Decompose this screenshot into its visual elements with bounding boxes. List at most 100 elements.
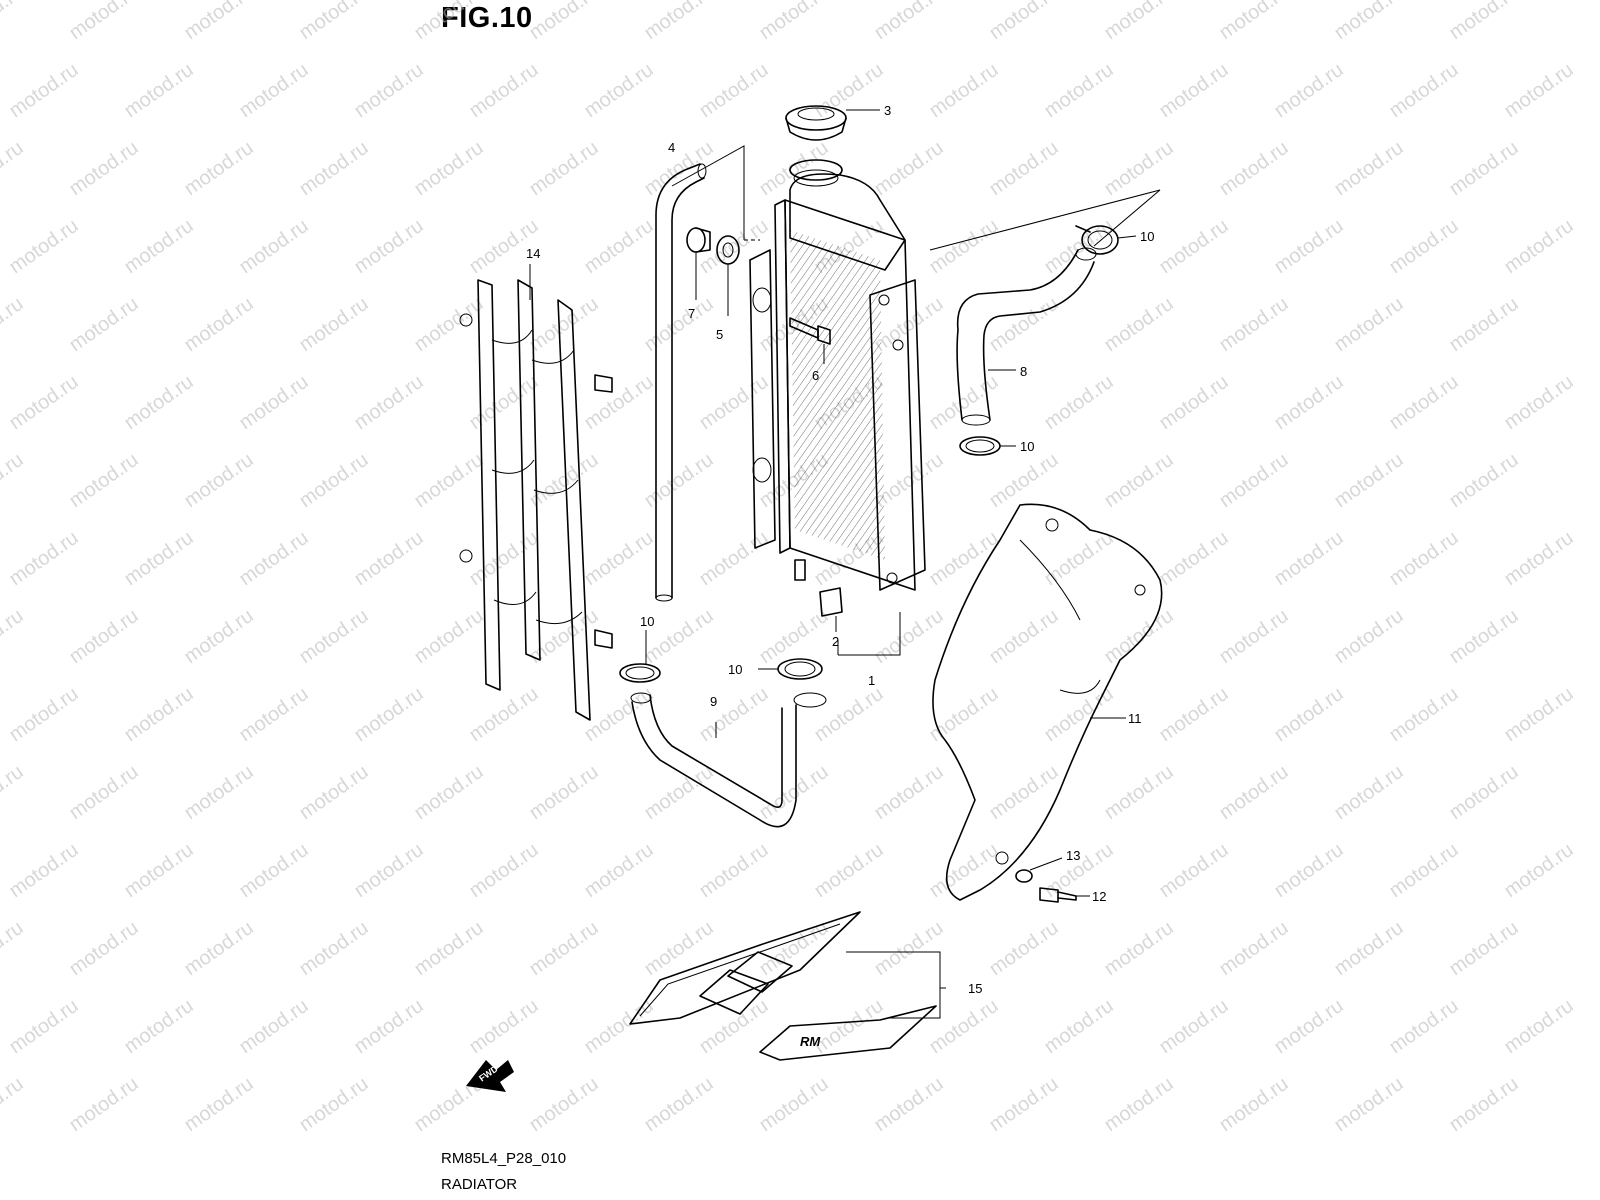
callout-7: 7	[688, 306, 695, 321]
hose-clamp-part-10-right	[758, 658, 823, 680]
watermark-text: motod.ru	[0, 1073, 28, 1136]
watermark-text: motod.ru	[755, 917, 832, 980]
watermark-text: motod.ru	[985, 1073, 1062, 1136]
watermark-text: motod.ru	[1155, 371, 1232, 434]
watermark-text: motod.ru	[1100, 761, 1177, 824]
callout-12: 12	[1092, 889, 1106, 904]
watermark-text: motod.ru	[695, 839, 772, 902]
grommet-part-5	[716, 235, 740, 316]
watermark-text: motod.ru	[1215, 137, 1292, 200]
watermark-text: motod.ru	[295, 605, 372, 668]
callout-1: 1	[868, 673, 875, 688]
watermark-text: motod.ru	[1100, 449, 1177, 512]
watermark-text: motod.ru	[350, 527, 427, 590]
watermark-text: motod.ru	[1155, 683, 1232, 746]
watermark-text: motod.ru	[640, 0, 717, 44]
watermark-text: motod.ru	[1445, 761, 1522, 824]
watermark-text: motod.ru	[1445, 137, 1522, 200]
watermark-text: motod.ru	[180, 137, 257, 200]
watermark-text: motod.ru	[1040, 59, 1117, 122]
watermark-text: motod.ru	[120, 371, 197, 434]
watermark-text: motod.ru	[5, 683, 82, 746]
watermark-text: motod.ru	[1040, 995, 1117, 1058]
watermark-text: motod.ru	[235, 995, 312, 1058]
watermark-text: motod.ru	[410, 137, 487, 200]
decal-set-part-15: RM	[629, 911, 946, 1061]
watermark-text: motod.ru	[640, 1073, 717, 1136]
callout-10-right: 10	[728, 662, 742, 677]
watermark-text: motod.ru	[235, 683, 312, 746]
watermark-text: motod.ru	[465, 527, 542, 590]
watermark-text: motod.ru	[870, 605, 947, 668]
watermark-text: motod.ru	[410, 605, 487, 668]
watermark-text: motod.ru	[1330, 761, 1407, 824]
watermark-text: motod.ru	[1330, 449, 1407, 512]
watermark-text: motod.ru	[1330, 137, 1407, 200]
upper-hose-part-8	[929, 189, 1161, 426]
watermark-text: motod.ru	[465, 371, 542, 434]
watermark-text: motod.ru	[5, 215, 82, 278]
watermark-text: motod.ru	[1215, 449, 1292, 512]
watermark-text: motod.ru	[1215, 0, 1292, 44]
watermark-text: motod.ru	[350, 995, 427, 1058]
watermark-text: motod.ru	[1040, 215, 1117, 278]
watermark-text: motod.ru	[985, 761, 1062, 824]
watermark-text: motod.ru	[0, 137, 28, 200]
watermark-text: motod.ru	[1040, 683, 1117, 746]
watermark-text: motod.ru	[1215, 761, 1292, 824]
watermark-text: motod.ru	[5, 995, 82, 1058]
watermark-text: motod.ru	[985, 449, 1062, 512]
watermark-text: motod.ru	[350, 59, 427, 122]
lower-hose-part-9	[630, 692, 827, 828]
radiator-part-1	[749, 159, 926, 656]
watermark-text: motod.ru	[1155, 839, 1232, 902]
watermark-text: motod.ru	[810, 683, 887, 746]
shroud-louver-part-14	[459, 279, 613, 721]
grommet-part-7	[686, 227, 711, 300]
callout-14: 14	[526, 246, 540, 261]
watermark-text: motod.ru	[0, 293, 28, 356]
callout-6: 6	[812, 368, 819, 383]
watermark-text: motod.ru	[870, 137, 947, 200]
watermark-text: motod.ru	[295, 449, 372, 512]
watermark-text: motod.ru	[755, 0, 832, 44]
callout-8: 8	[1020, 364, 1027, 379]
watermark-text: motod.ru	[1270, 683, 1347, 746]
decal-rm-text: RM	[800, 1034, 821, 1049]
watermark-text: motod.ru	[410, 449, 487, 512]
watermark-text: motod.ru	[1500, 59, 1577, 122]
watermark-text: motod.ru	[925, 683, 1002, 746]
watermark-text: motod.ru	[120, 215, 197, 278]
watermark-text: motod.ru	[0, 449, 28, 512]
watermark-text: motod.ru	[1155, 995, 1232, 1058]
watermark-text: motod.ru	[465, 995, 542, 1058]
watermark-text: motod.ru	[755, 1073, 832, 1136]
watermark-text: motod.ru	[810, 995, 887, 1058]
watermark-text: motod.ru	[1100, 1073, 1177, 1136]
watermark-text: motod.ru	[1500, 371, 1577, 434]
watermark-text: motod.ru	[1215, 1073, 1292, 1136]
watermark-text: motod.ru	[695, 995, 772, 1058]
watermark-text: motod.ru	[525, 1073, 602, 1136]
watermark-text: motod.ru	[65, 917, 142, 980]
watermark-text: motod.ru	[1270, 527, 1347, 590]
watermark-text: motod.ru	[870, 293, 947, 356]
watermark-text: motod.ru	[65, 293, 142, 356]
watermark-text: motod.ru	[1215, 605, 1292, 668]
watermark-text: motod.ru	[350, 215, 427, 278]
nut-part-2	[819, 587, 843, 632]
watermark-text: motod.ru	[5, 59, 82, 122]
watermark-text: motod.ru	[1445, 917, 1522, 980]
watermark-text: motod.ru	[580, 59, 657, 122]
watermark-text: motod.ru	[1040, 371, 1117, 434]
watermark-text: motod.ru	[5, 527, 82, 590]
bolt-part-6	[789, 317, 831, 364]
watermark-text: motod.ru	[925, 839, 1002, 902]
watermark-text: motod.ru	[1270, 995, 1347, 1058]
watermark-text: motod.ru	[1330, 605, 1407, 668]
watermark-text: motod.ru	[180, 449, 257, 512]
overflow-hose-part-4	[655, 145, 760, 602]
hose-clamp-part-10-mid	[959, 436, 1016, 456]
watermark-text: motod.ru	[985, 917, 1062, 980]
watermark-text: motod.ru	[870, 1073, 947, 1136]
